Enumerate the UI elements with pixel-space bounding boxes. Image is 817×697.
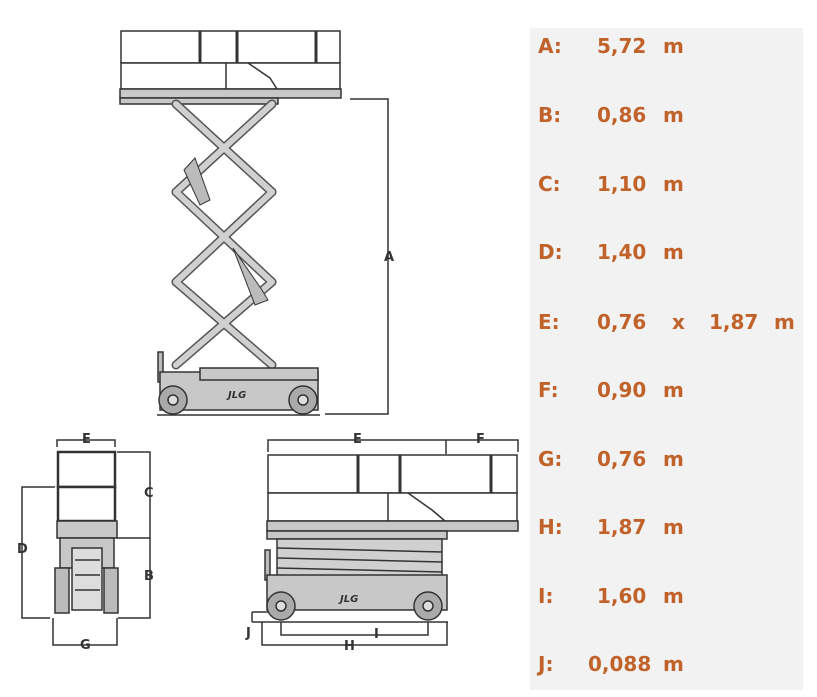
svg-text:JLG: JLG bbox=[338, 594, 358, 605]
side-stowed-view: JLG bbox=[251, 439, 519, 646]
spec-value: 0,86 bbox=[597, 103, 647, 127]
dimension-label-d: D bbox=[17, 542, 28, 557]
spec-value: 1,60 bbox=[597, 584, 647, 608]
dimension-label-f: F bbox=[476, 432, 485, 447]
dimension-label-h: H bbox=[344, 639, 355, 654]
svg-text:JLG: JLG bbox=[226, 390, 246, 401]
scissor-lift-drawing: JLG A E C D B G bbox=[17, 30, 519, 654]
dimension-label-j: J bbox=[245, 626, 251, 641]
spec-panel: A: 5,72 m B: 0,86 m C: 1,10 m D: 1,40 m … bbox=[530, 28, 803, 690]
spec-unit: m bbox=[663, 378, 684, 402]
spec-value: 0,90 bbox=[597, 378, 647, 402]
dimension-label-i: I bbox=[374, 627, 379, 642]
spec-value: 1,10 bbox=[597, 172, 647, 196]
dimension-label-a: A bbox=[384, 250, 394, 265]
spec-label: G: bbox=[538, 447, 563, 471]
dimension-label-e-front: E bbox=[82, 432, 91, 447]
spec-label: J: bbox=[538, 652, 554, 676]
spec-unit: m bbox=[663, 34, 684, 58]
spec-label: D: bbox=[538, 240, 563, 264]
spec-value-2: 1,87 bbox=[709, 310, 759, 334]
spec-value: 1,40 bbox=[597, 240, 647, 264]
dimension-label-c: C bbox=[144, 486, 154, 501]
spec-unit: m bbox=[663, 584, 684, 608]
spec-label: F: bbox=[538, 378, 559, 402]
spec-unit: m bbox=[663, 172, 684, 196]
spec-label: H: bbox=[538, 515, 563, 539]
spec-label: B: bbox=[538, 103, 562, 127]
spec-unit: m bbox=[663, 515, 684, 539]
front-stowed-view bbox=[21, 439, 151, 646]
spec-separator: x bbox=[672, 310, 685, 334]
spec-label: A: bbox=[538, 34, 562, 58]
spec-value: 1,87 bbox=[597, 515, 647, 539]
spec-label: I: bbox=[538, 584, 554, 608]
spec-unit: m bbox=[774, 310, 795, 334]
elevated-side-view: JLG bbox=[119, 30, 389, 416]
dimension-label-b: B bbox=[144, 569, 154, 584]
spec-value: 0,088 bbox=[588, 652, 652, 676]
spec-value: 0,76 bbox=[597, 447, 647, 471]
dimension-label-e-side: E bbox=[353, 432, 362, 447]
spec-unit: m bbox=[663, 103, 684, 127]
spec-unit: m bbox=[663, 240, 684, 264]
spec-label: C: bbox=[538, 172, 561, 196]
spec-value: 5,72 bbox=[597, 34, 647, 58]
spec-unit: m bbox=[663, 652, 684, 676]
spec-unit: m bbox=[663, 447, 684, 471]
spec-label: E: bbox=[538, 310, 560, 334]
spec-value: 0,76 bbox=[597, 310, 647, 334]
dimension-label-g: G bbox=[80, 638, 91, 653]
